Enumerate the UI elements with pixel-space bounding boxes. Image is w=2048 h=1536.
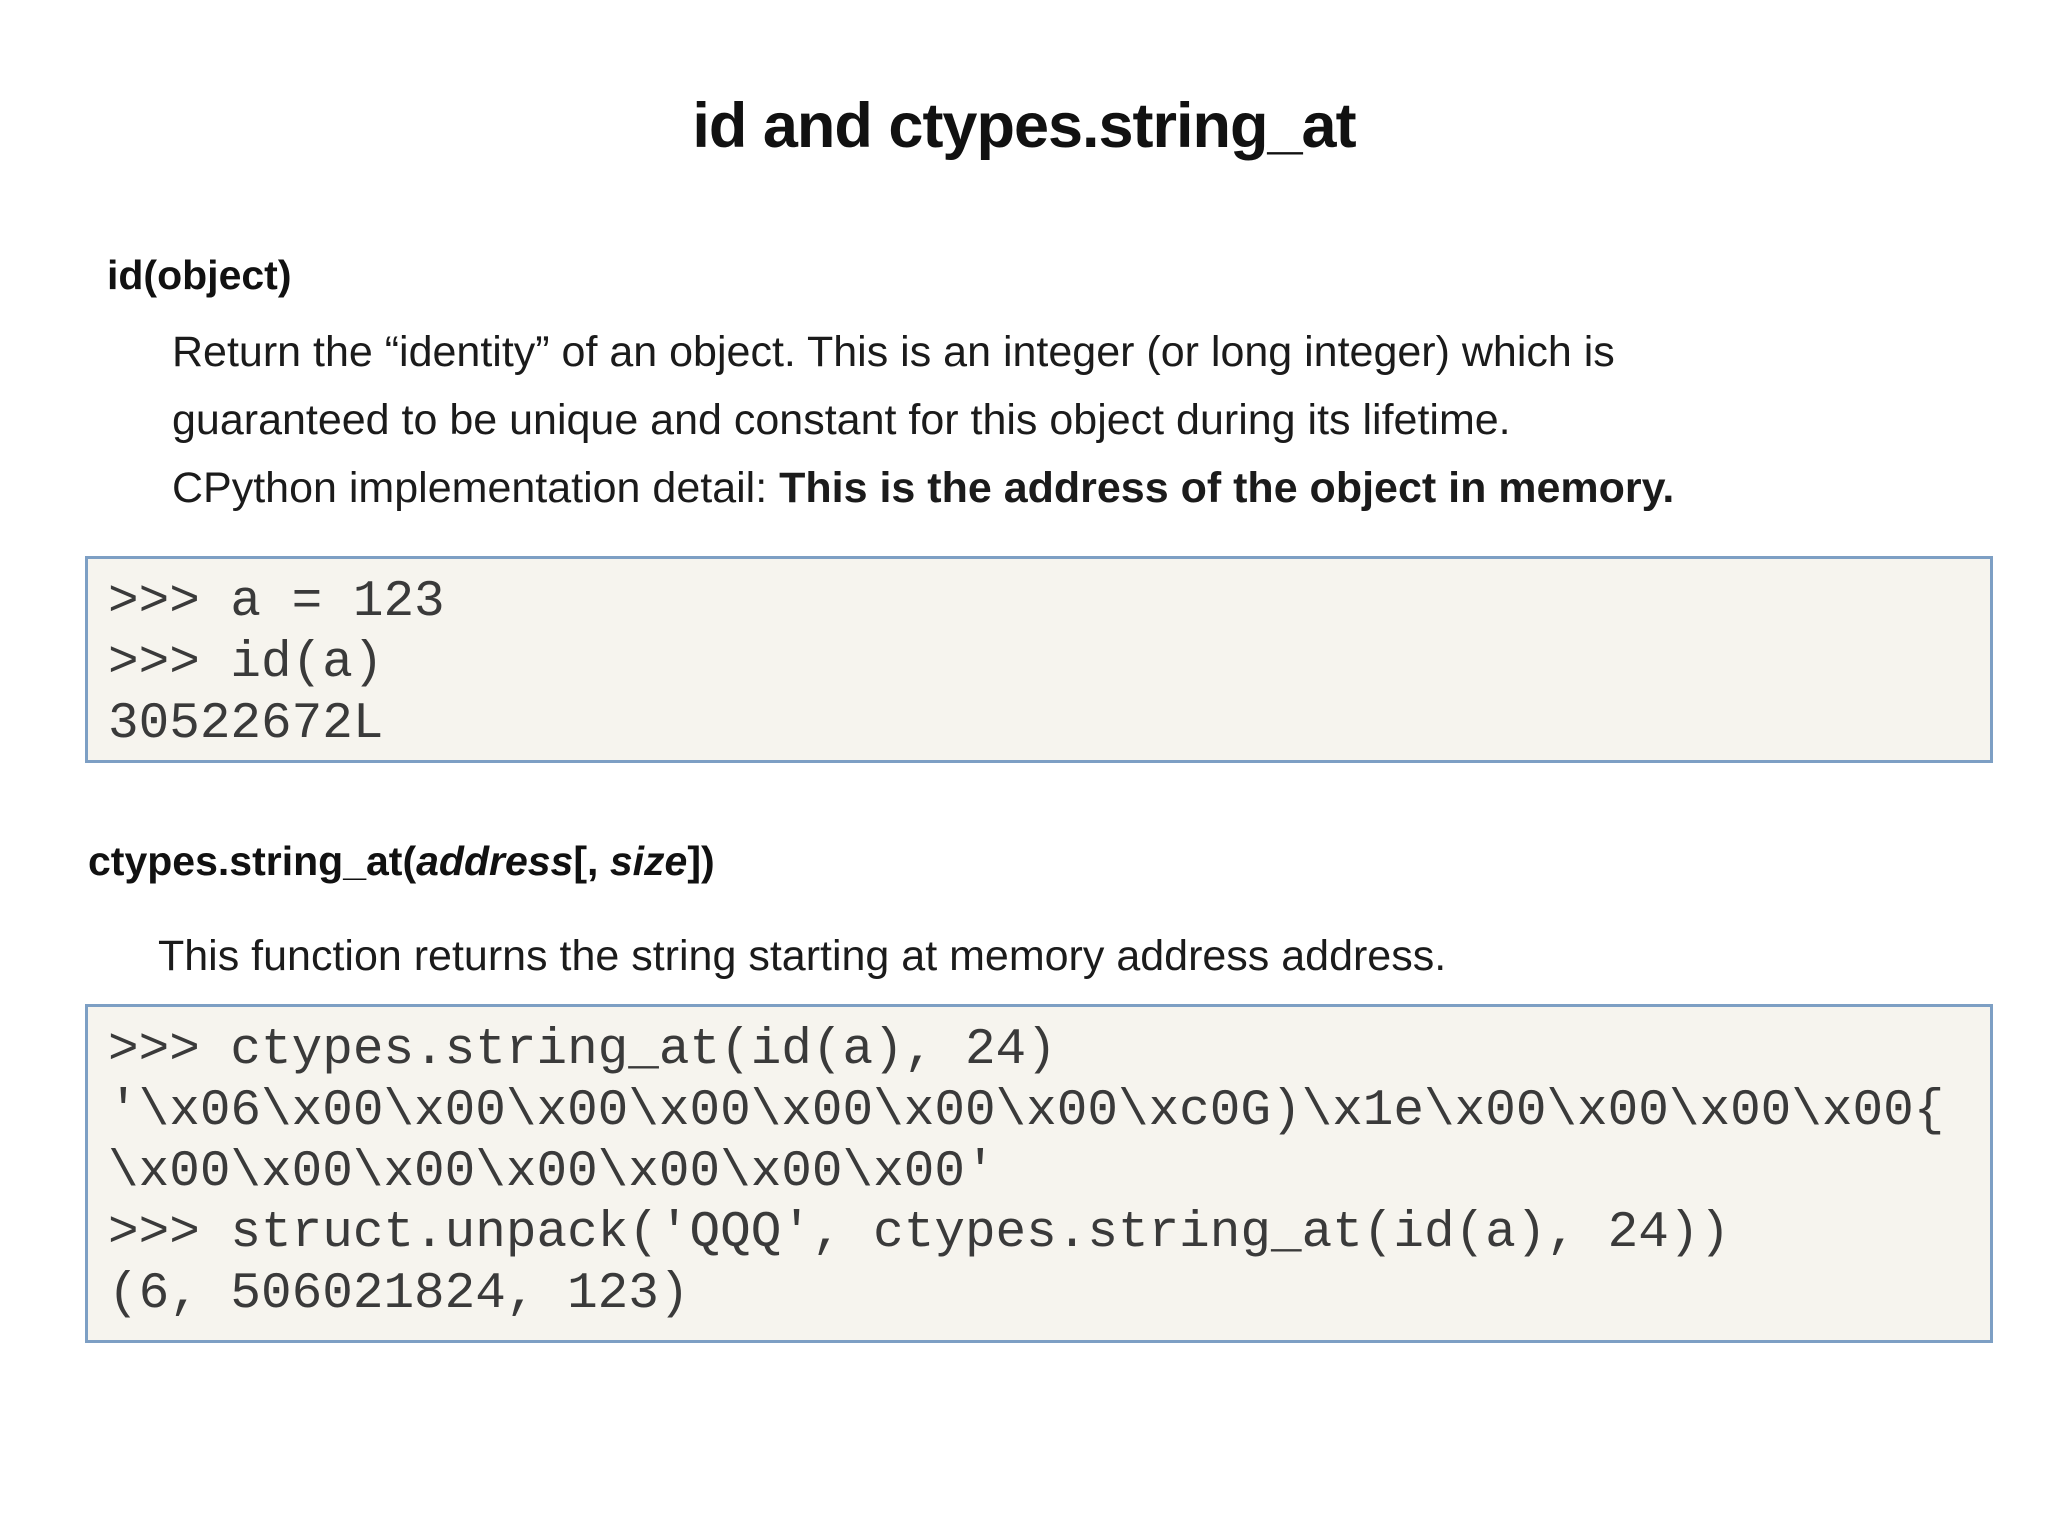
code-line: 30522672L (108, 696, 384, 753)
ctypes-heading-suffix: ]) (687, 838, 715, 884)
code-line: >>> a = 123 (108, 574, 445, 631)
id-function-description: Return the “identity” of an object. This… (172, 318, 2012, 522)
ctypes-string-at-heading: ctypes.string_at(address[, size]) (88, 838, 715, 885)
id-description-line-3: CPython implementation detail: This is t… (172, 454, 2012, 522)
ctypes-string-at-description: This function returns the string startin… (158, 932, 1447, 980)
code-block-ctypes-example: >>> ctypes.string_at(id(a), 24)'\x06\x00… (85, 1004, 1993, 1343)
ctypes-heading-bracket: [, (573, 838, 610, 884)
ctypes-heading-prefix: ctypes.string_at( (88, 838, 417, 884)
code-line: >>> id(a) (108, 635, 384, 692)
code-block-id-example: >>> a = 123>>> id(a)30522672L (85, 556, 1993, 763)
cpython-detail-label: CPython implementation detail: (172, 464, 780, 512)
code-line: \x00\x00\x00\x00\x00\x00\x00' (108, 1144, 996, 1201)
code-line: >>> ctypes.string_at(id(a), 24) (108, 1022, 1057, 1079)
ctypes-heading-arg-address: address (416, 838, 574, 884)
code-line: '\x06\x00\x00\x00\x00\x00\x00\x00\xc0G)\… (108, 1083, 1945, 1140)
ctypes-heading-arg-size: size (609, 838, 688, 884)
page-title: id and ctypes.string_at (692, 91, 1356, 161)
id-description-line-2: guaranteed to be unique and constant for… (172, 396, 1511, 444)
id-description-line-1: Return the “identity” of an object. This… (172, 328, 1615, 376)
cpython-detail-bold-text: This is the address of the object in mem… (779, 464, 1675, 512)
id-function-heading: id(object) (107, 252, 292, 298)
code-line: >>> struct.unpack('QQQ', ctypes.string_a… (108, 1205, 1731, 1262)
code-line: (6, 506021824, 123) (108, 1266, 690, 1323)
